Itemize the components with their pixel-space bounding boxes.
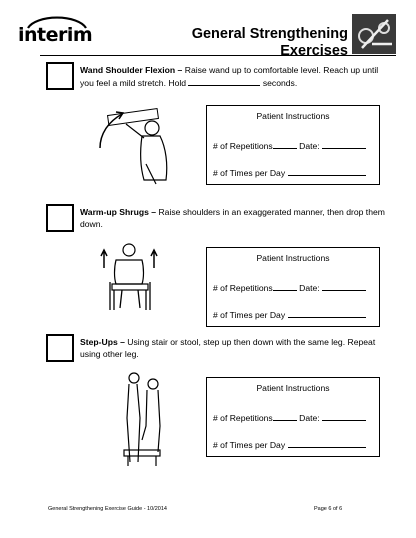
patient-instructions-box-3: Patient Instructions # of Repetitions Da… [206, 377, 380, 457]
reps-field-3[interactable] [272, 411, 297, 421]
exercise-2-name: Warm-up Shrugs – [80, 207, 157, 217]
reps-row-2: # of Repetitions Date: [213, 281, 367, 293]
reps-field-2[interactable] [272, 281, 297, 291]
reps-label-3: # of Repetitions [213, 413, 273, 423]
exercise-2-text-1: Raise shoulders in an exaggerated manner… [156, 207, 385, 217]
header-divider [40, 55, 396, 56]
exercise-1-description: Wand Shoulder Flexion – Raise wand up to… [80, 64, 400, 89]
date-label-2: Date: [299, 283, 320, 293]
title-line-2: Exercises [280, 43, 348, 59]
reps-label-1: # of Repetitions [213, 141, 273, 151]
times-label-3: # of Times per Day [213, 440, 286, 450]
times-row-1: # of Times per Day [213, 166, 366, 178]
exercise-1-text-2a: you feel a mild stretch. Hold [80, 78, 189, 88]
times-field-1[interactable] [287, 166, 366, 176]
footer-left: General Strengthening Exercise Guide - 1… [48, 506, 167, 512]
times-field-3[interactable] [287, 438, 366, 448]
step-ups-figure [123, 372, 161, 466]
instructions-title-1: Patient Instructions [256, 111, 330, 121]
exercise-1-name: Wand Shoulder Flexion – [80, 65, 183, 75]
times-label-1: # of Times per Day [213, 168, 286, 178]
logo-arc-icon [27, 16, 87, 29]
exercise-2-description: Warm-up Shrugs – Raise shoulders in an e… [80, 206, 400, 230]
exercise-3-text-2: using other leg. [80, 349, 139, 359]
date-field-1[interactable] [322, 139, 367, 149]
exercise-3-name: Step-Ups – [80, 337, 125, 347]
footer-right: Page 6 of 6 [314, 506, 343, 512]
date-field-2[interactable] [322, 281, 367, 291]
interim-logo: interim [18, 14, 100, 50]
times-row-3: # of Times per Day [213, 438, 366, 450]
instructions-title-3: Patient Instructions [256, 383, 330, 393]
exercise-3-description: Step-Ups – Using stair or stool, step up… [80, 336, 400, 360]
logo-text: interim [18, 24, 93, 46]
reps-row-1: # of Repetitions Date: [213, 139, 367, 151]
date-label-1: Date: [299, 141, 320, 151]
date-field-3[interactable] [322, 411, 367, 421]
exercise-machine-image [352, 14, 396, 54]
exercise-1-text-2b: seconds. [260, 78, 298, 88]
times-row-2: # of Times per Day [213, 308, 366, 320]
exercise-1-text-1: Raise wand up to comfortable level. Reac… [182, 65, 379, 75]
hold-seconds-field[interactable] [188, 76, 261, 86]
patient-instructions-box-2: Patient Instructions # of Repetitions Da… [206, 247, 380, 327]
times-label-2: # of Times per Day [213, 310, 286, 320]
exercise-2-checkbox[interactable] [46, 204, 74, 232]
title-line-1: General Strengthening [191, 26, 348, 42]
instructions-title-2: Patient Instructions [256, 253, 330, 263]
patient-instructions-box-1: Patient Instructions # of Repetitions Da… [206, 105, 380, 185]
exercise-3-text-1: Using stair or stool, step up then down … [124, 337, 376, 347]
wand-shoulder-flexion-figure [99, 108, 168, 185]
reps-field-1[interactable] [272, 139, 297, 149]
date-label-3: Date: [299, 413, 320, 423]
times-field-2[interactable] [287, 308, 366, 318]
reps-row-3: # of Repetitions Date: [213, 411, 367, 423]
exercise-3-checkbox[interactable] [46, 334, 74, 362]
exercise-1-checkbox[interactable] [46, 62, 74, 90]
reps-label-2: # of Repetitions [213, 283, 273, 293]
warm-up-shrugs-figure [100, 243, 158, 310]
exercise-2-text-2: down. [80, 219, 103, 229]
